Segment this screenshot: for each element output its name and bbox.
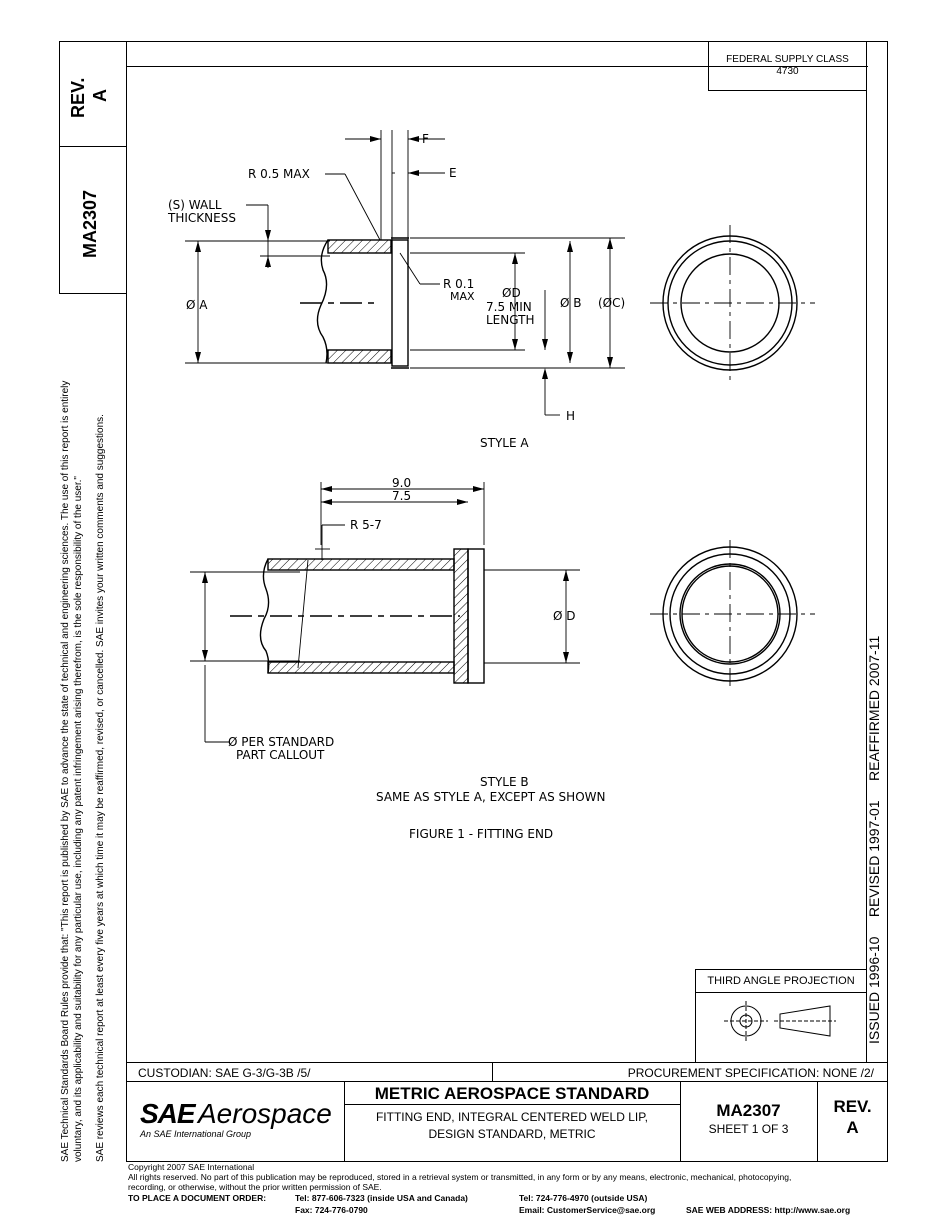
logo-aerospace: Aerospace xyxy=(198,1098,332,1129)
main-frame xyxy=(126,41,888,1162)
side-notice-line1: SAE Technical Standards Board Rules prov… xyxy=(60,380,71,1162)
standard-title: METRIC AEROSPACE STANDARD xyxy=(374,1084,650,1103)
wall-label-2: THICKNESS xyxy=(167,211,236,225)
dd-label: ØD xyxy=(502,286,521,300)
min-length-1: 7.5 MIN xyxy=(486,300,532,314)
title-underline xyxy=(344,1104,680,1105)
side-rev-value: A xyxy=(90,89,110,102)
top-border-line xyxy=(126,66,868,67)
logo-subtitle: An SAE International Group xyxy=(140,1129,252,1139)
style-b-end-view xyxy=(650,540,815,690)
footer-web[interactable]: SAE WEB ADDRESS: http://www.sae.org xyxy=(686,1205,851,1215)
style-b-caption-1: STYLE B xyxy=(480,775,529,789)
footer-order-label: TO PLACE A DOCUMENT ORDER: xyxy=(128,1193,267,1203)
title-doc-number: MA2307 xyxy=(716,1101,781,1120)
side-notice-line2: voluntary, and its applicability and sui… xyxy=(73,476,84,1162)
style-a-end-view xyxy=(650,225,815,385)
projection-label: THIRD ANGLE PROJECTION xyxy=(707,975,855,987)
style-b-caption-2: SAME AS STYLE A, EXCEPT AS SHOWN xyxy=(376,790,605,804)
r05-label: R 0.5 MAX xyxy=(248,167,310,181)
r01-label-1: R 0.1 xyxy=(443,277,474,291)
style-a-caption: STYLE A xyxy=(480,436,529,450)
r57-label: R 5-7 xyxy=(350,518,382,532)
custodian-text: CUSTODIAN: SAE G-3/G-3B /5/ xyxy=(138,1066,311,1080)
custodian-divider xyxy=(492,1062,493,1081)
custodian-row-line-top xyxy=(126,1062,888,1063)
title-divider-3 xyxy=(817,1081,818,1162)
logo-sae: SAE xyxy=(140,1098,196,1129)
custodian-row-line-bottom xyxy=(126,1081,888,1082)
min-length-2: LENGTH xyxy=(486,313,534,327)
dim-e-label: E xyxy=(449,166,457,180)
title-sheet: SHEET 1 OF 3 xyxy=(708,1122,789,1136)
dc-label: (ØC) xyxy=(598,296,625,310)
footer-copyright: Copyright 2007 SAE International xyxy=(128,1162,255,1172)
right-inner-line xyxy=(866,41,867,1062)
title-divider-1 xyxy=(344,1081,345,1162)
footer-rights-1: All rights reserved. No part of this pub… xyxy=(128,1172,792,1182)
side-rev-label: REV. xyxy=(68,77,88,118)
r01-label-2: MAX xyxy=(450,290,475,303)
dim-75: 7.5 xyxy=(392,489,411,503)
technical-drawing: F E R 0.5 MAX (S) WALL THICKNESS R 0.1 M… xyxy=(167,130,815,841)
footer-fax: Fax: 724-776-0790 xyxy=(295,1205,368,1215)
supply-class-box: FEDERAL SUPPLY CLASS 4730 xyxy=(708,41,867,91)
dim-f-label: F xyxy=(422,132,429,146)
da-label: Ø A xyxy=(186,298,208,312)
supply-class-value: 4730 xyxy=(776,66,799,77)
standard-subtitle-2: DESIGN STANDARD, METRIC xyxy=(428,1127,596,1141)
title-divider-2 xyxy=(680,1081,681,1162)
sae-aerospace-logo: SAE Aerospace An SAE International Group xyxy=(140,1098,340,1146)
standard-subtitle-1: FITTING END, INTEGRAL CENTERED WELD LIP, xyxy=(375,1110,649,1124)
footer-email[interactable]: Email: CustomerService@sae.org xyxy=(519,1205,656,1215)
title-rev-value: A xyxy=(846,1118,859,1137)
callout-line-2: PART CALLOUT xyxy=(236,748,325,762)
projection-symbol-icon xyxy=(724,1001,836,1041)
wall-label-1: (S) WALL xyxy=(168,198,222,212)
footer-tel-outside: Tel: 724-776-4970 (outside USA) xyxy=(519,1193,648,1203)
dim-h-label: H xyxy=(566,409,575,423)
style-b-dd-label: Ø D xyxy=(553,609,576,623)
procurement-text: PROCUREMENT SPECIFICATION: NONE /2/ xyxy=(627,1066,874,1080)
supply-class-label: FEDERAL SUPPLY CLASS xyxy=(726,54,849,65)
callout-line-1: Ø PER STANDARD xyxy=(228,735,334,749)
footer-rights-2: recording, or otherwise, without the pri… xyxy=(128,1182,382,1192)
dim-90: 9.0 xyxy=(392,476,411,490)
side-notice-line3: SAE reviews each technical report at lea… xyxy=(95,414,106,1162)
projection-divider xyxy=(695,992,867,993)
db-label: Ø B xyxy=(560,296,582,310)
history-text: ISSUED 1996-10 REVISED 1997-01 REAFFIRME… xyxy=(866,635,882,1044)
side-doc-number: MA2307 xyxy=(80,189,100,258)
footer-tel-us: Tel: 877-606-7323 (inside USA and Canada… xyxy=(295,1193,468,1203)
figure-caption: FIGURE 1 - FITTING END xyxy=(409,827,553,841)
title-rev-label: REV. xyxy=(833,1097,872,1116)
